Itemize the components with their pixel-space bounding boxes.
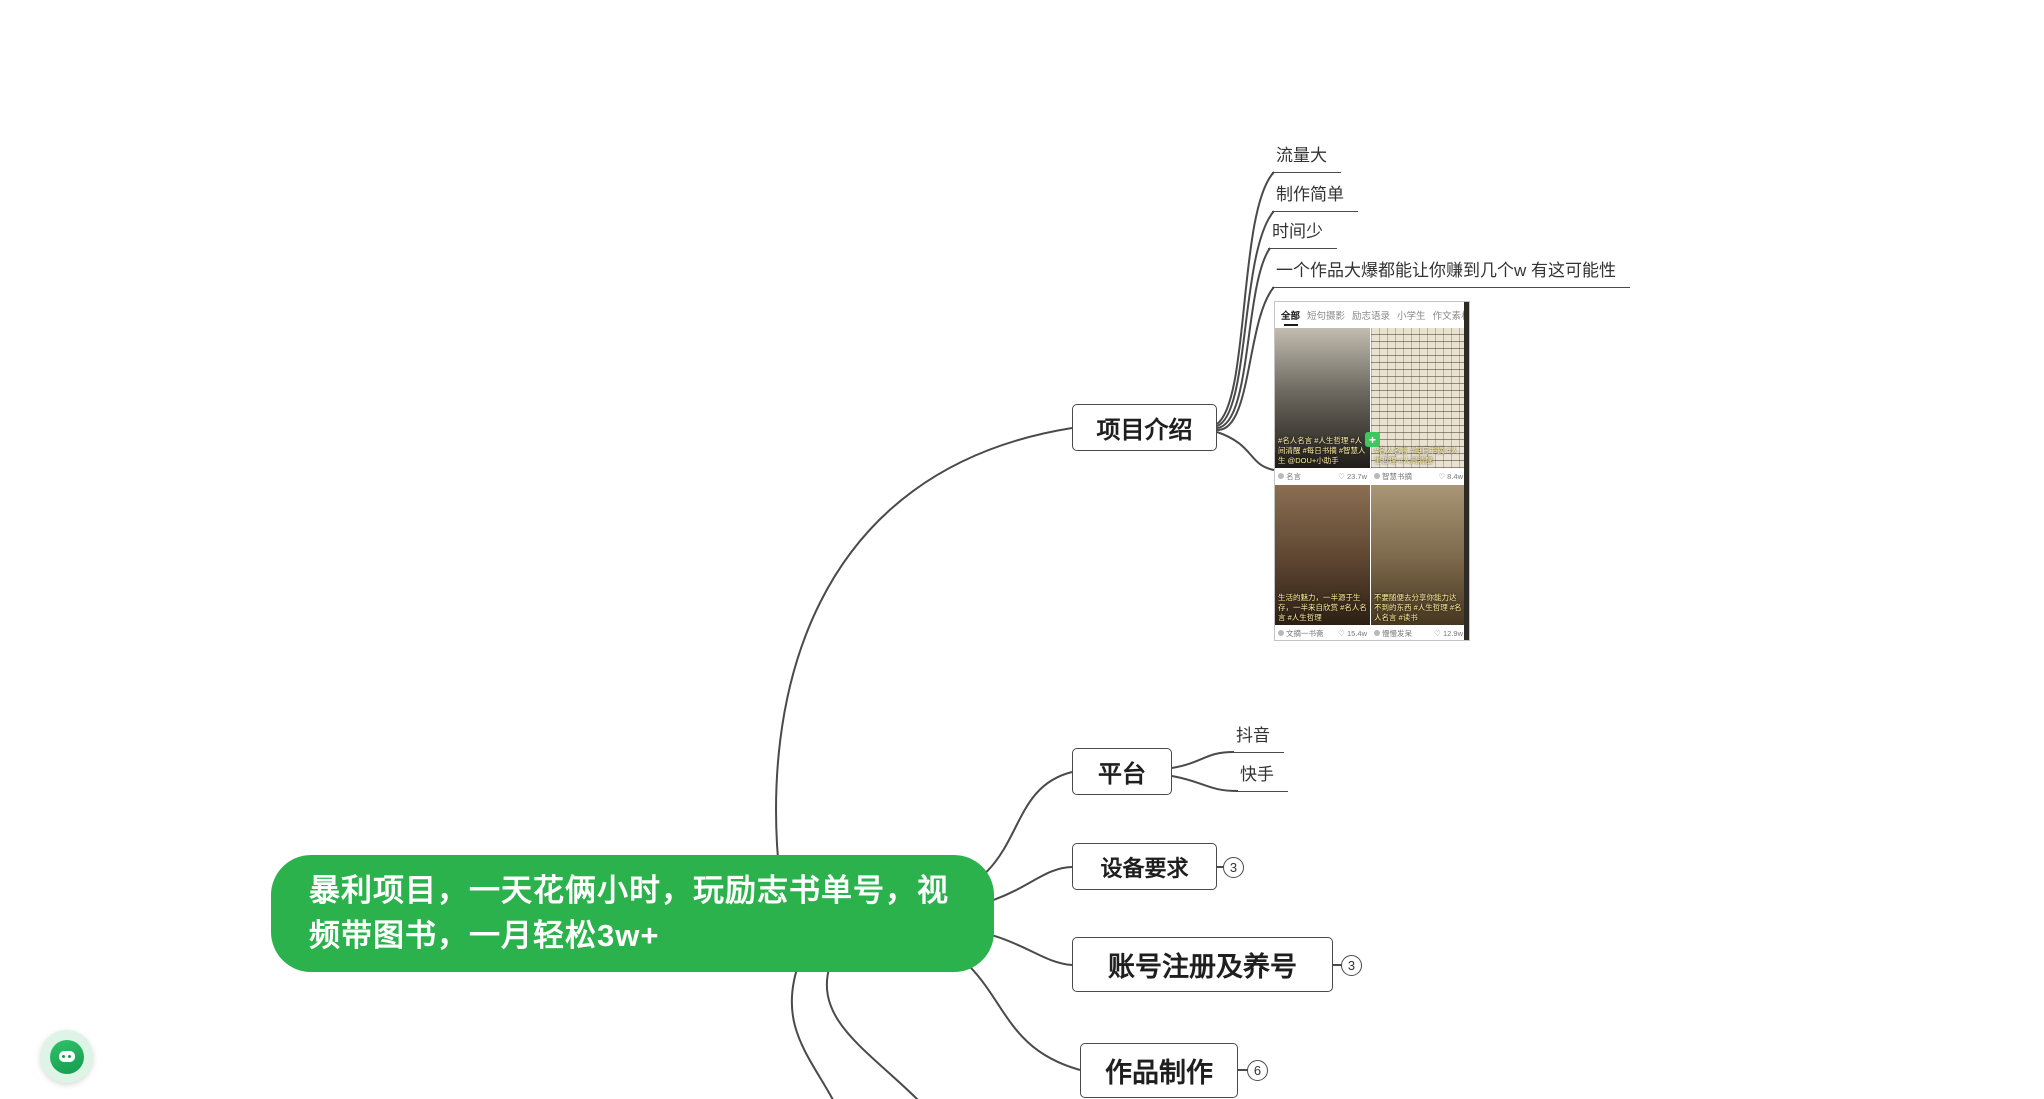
leaf-traffic[interactable]: 流量大 bbox=[1272, 146, 1341, 173]
leaf-kuaishou[interactable]: 快手 bbox=[1236, 765, 1288, 792]
screenshot-right-strip bbox=[1464, 302, 1469, 640]
video-likes: ♡ 8.4w bbox=[1438, 471, 1463, 481]
video-likes: ♡ 23.7w bbox=[1338, 471, 1367, 481]
node-account-register-label: 账号注册及养号 bbox=[1108, 952, 1297, 982]
screenshot-tab-bar: 全部 短句摄影 励志语录 小学生 作文素材 bbox=[1275, 302, 1469, 328]
leaf-less-time[interactable]: 时间少 bbox=[1268, 222, 1337, 249]
node-project-intro-label: 项目介绍 bbox=[1096, 417, 1193, 444]
video-author: 慢慢发呆 bbox=[1382, 628, 1412, 638]
video-author: 智慧书摘 bbox=[1382, 471, 1412, 481]
video-thumbnail bbox=[1371, 328, 1466, 468]
video-caption: 生活的魅力，一半源于生存，一半来自欣赏 #名人名言 #人生哲理 bbox=[1278, 592, 1367, 622]
avatar bbox=[1374, 473, 1380, 479]
screenshot-tab-2: 励志语录 bbox=[1352, 311, 1391, 322]
video-caption: 不要随便去分享你能力达不到的东西 #人生哲理 #名人名言 #读书 bbox=[1374, 592, 1462, 622]
screenshot-video-grid: #名人名言 #人生哲理 #人间清醒 #每日书摘 #智慧人生 @DOU+小助手 名… bbox=[1275, 328, 1469, 640]
video-card: 不要随便去分享你能力达不到的东西 #人生哲理 #名人名言 #读书 慢慢发呆 ♡ … bbox=[1371, 485, 1466, 640]
floating-assistant-button[interactable] bbox=[40, 1030, 93, 1083]
video-card: #名人名言 #每日书摘 #人生哲理 #人间清醒 智慧书摘 ♡ 8.4w bbox=[1371, 328, 1466, 484]
node-account-register[interactable]: 账号注册及养号 bbox=[1072, 937, 1333, 992]
video-card-footer: 文摘一书斋 ♡ 15.4w bbox=[1275, 625, 1370, 640]
screenshot-tab-4: 作文素材 bbox=[1432, 311, 1470, 322]
connector-platform-kuaishou bbox=[1171, 775, 1239, 792]
node-production-label: 作品制作 bbox=[1105, 1058, 1213, 1088]
video-author: 名言 bbox=[1286, 471, 1301, 481]
connector-intro-image bbox=[1216, 431, 1275, 471]
video-card-footer: 慢慢发呆 ♡ 12.9w bbox=[1371, 625, 1466, 640]
video-likes: ♡ 12.9w bbox=[1434, 628, 1463, 638]
plus-icon: + bbox=[1365, 432, 1380, 447]
avatar bbox=[1278, 473, 1284, 479]
connector-central-offscreen-2 bbox=[825, 964, 919, 1099]
screenshot-tab-all: 全部 bbox=[1281, 308, 1300, 322]
video-caption: #名人名言 #每日书摘 #人生哲理 #人间清醒 bbox=[1374, 445, 1459, 465]
video-thumbnail bbox=[1275, 328, 1370, 468]
video-card-footer: 名言 ♡ 23.7w bbox=[1275, 468, 1370, 484]
screenshot-tab-3: 小学生 bbox=[1397, 311, 1426, 322]
leaf-easy-to-make[interactable]: 制作简单 bbox=[1272, 185, 1358, 212]
collapse-badge-account[interactable]: 3 bbox=[1341, 955, 1362, 976]
node-equipment-label: 设备要求 bbox=[1100, 855, 1189, 881]
collapse-badge-production[interactable]: 6 bbox=[1247, 1060, 1268, 1081]
leaf-viral-potential[interactable]: 一个作品大爆都能让你赚到几个w 有这可能性 bbox=[1272, 261, 1630, 288]
connector-central-intro bbox=[775, 427, 1073, 881]
leaf-douyin[interactable]: 抖音 bbox=[1232, 726, 1284, 753]
central-topic-label: 暴利项目，一天花俩小时，玩励志书单号，视频带图书，一月轻松3w+ bbox=[309, 872, 949, 953]
connector-central-offscreen-1 bbox=[790, 959, 834, 1099]
node-equipment[interactable]: 设备要求 bbox=[1072, 843, 1217, 890]
connector-intro-leaf-4 bbox=[1216, 286, 1275, 432]
example-screenshot-image[interactable]: 全部 短句摄影 励志语录 小学生 作文素材 #名人名言 #人生哲理 #人间清醒 … bbox=[1274, 301, 1470, 641]
video-likes: ♡ 15.4w bbox=[1338, 628, 1367, 638]
avatar bbox=[1374, 630, 1380, 636]
video-thumbnail bbox=[1371, 485, 1466, 625]
video-author: 文摘一书斋 bbox=[1286, 628, 1324, 638]
connector-intro-leaf-1 bbox=[1216, 171, 1275, 425]
connector-intro-leaf-2 bbox=[1216, 210, 1275, 427]
video-thumbnail bbox=[1275, 485, 1370, 625]
node-platform[interactable]: 平台 bbox=[1072, 748, 1172, 795]
video-card: #名人名言 #人生哲理 #人间清醒 #每日书摘 #智慧人生 @DOU+小助手 名… bbox=[1275, 328, 1370, 484]
video-card-footer: 智慧书摘 ♡ 8.4w bbox=[1371, 468, 1466, 484]
node-project-intro[interactable]: 项目介绍 bbox=[1072, 404, 1217, 451]
connector-platform-douyin bbox=[1171, 751, 1235, 769]
connector-intro-leaf-3 bbox=[1216, 247, 1271, 429]
assistant-icon bbox=[49, 1039, 84, 1074]
video-caption: #名人名言 #人生哲理 #人间清醒 #每日书摘 #智慧人生 @DOU+小助手 bbox=[1278, 435, 1366, 465]
video-card: 生活的魅力，一半源于生存，一半来自欣赏 #名人名言 #人生哲理 文摘一书斋 ♡ … bbox=[1275, 485, 1370, 640]
collapse-badge-equipment[interactable]: 3 bbox=[1223, 857, 1244, 878]
node-platform-label: 平台 bbox=[1098, 761, 1146, 788]
central-topic[interactable]: 暴利项目，一天花俩小时，玩励志书单号，视频带图书，一月轻松3w+ bbox=[271, 855, 994, 972]
avatar bbox=[1278, 630, 1284, 636]
screenshot-tab-1: 短句摄影 bbox=[1307, 311, 1346, 322]
node-production[interactable]: 作品制作 bbox=[1080, 1043, 1238, 1098]
